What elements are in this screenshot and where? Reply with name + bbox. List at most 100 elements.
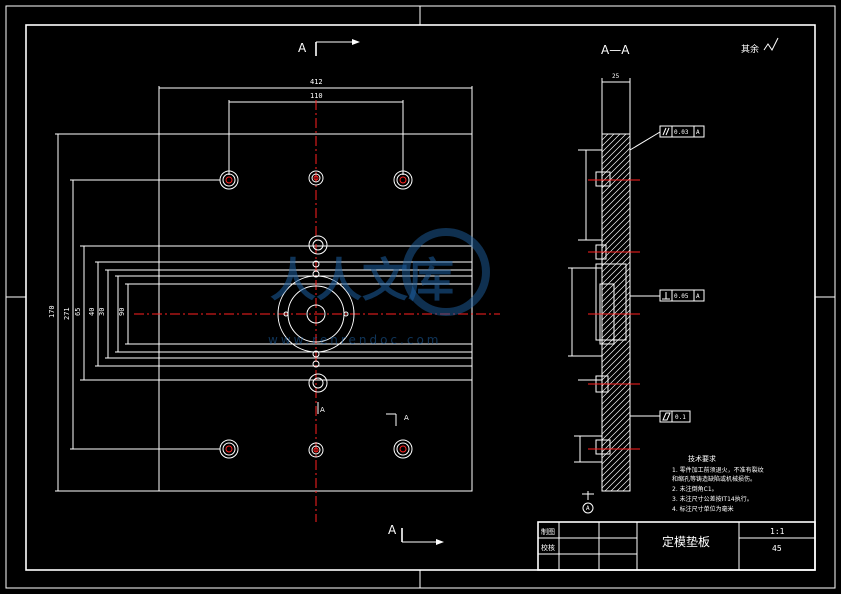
hatch-line [601, 135, 631, 165]
central-bore [277, 275, 355, 353]
hatch-line [601, 153, 631, 183]
svg-text:A: A [404, 414, 409, 422]
dim-top-outer: 412 [310, 78, 323, 86]
hatch-line [601, 309, 631, 339]
svg-text:A: A [320, 406, 325, 414]
hatch-line [601, 405, 631, 435]
dim-left-4: 40 [88, 308, 96, 316]
svg-text:A: A [298, 41, 307, 55]
svg-text:A: A [586, 505, 590, 512]
section-mark-top: A [298, 39, 360, 56]
hatch-line [601, 147, 631, 177]
hatch-line [601, 177, 631, 207]
hatch-line [601, 297, 631, 327]
hatch-line [601, 171, 631, 201]
hatch-line [604, 465, 631, 492]
tol-flatness: 0.1 [659, 410, 691, 423]
hatch-line [601, 321, 631, 351]
hatch-line [601, 213, 631, 243]
hatch-line [601, 291, 631, 321]
hatch-line [601, 447, 631, 477]
svg-text:0.03: 0.03 [674, 129, 689, 136]
hatch-line [601, 387, 631, 417]
section-mark-bottom: A [388, 523, 444, 545]
hatch-line [601, 183, 631, 213]
dim-left-6: 90 [118, 308, 126, 316]
hatch-line [601, 303, 631, 333]
hatch-line [628, 489, 631, 492]
hatch-line [601, 159, 631, 189]
section-holes [595, 171, 627, 455]
hatch-line [601, 435, 631, 465]
hatch-line [601, 351, 631, 381]
hatch-line [601, 315, 631, 345]
hatch-line [601, 375, 631, 405]
watermark: 人人文库 www.renrendoc.com [268, 228, 490, 347]
section-plate [601, 133, 631, 492]
dim-thickness: 25 [612, 73, 620, 80]
hatch-line [601, 133, 609, 141]
section-view: A—A 其余 25 [568, 37, 779, 514]
svg-text:技术要求: 技术要求 [688, 454, 716, 463]
hatch-line [601, 133, 621, 153]
tol-perpendicular: 0.05 A [659, 289, 705, 302]
svg-text:A: A [696, 129, 700, 136]
svg-text:2. 未注倒角C1。: 2. 未注倒角C1。 [672, 485, 718, 493]
svg-text:1. 零件加工前须退火，不准有裂纹: 1. 零件加工前须退火，不准有裂纹 [672, 466, 764, 474]
hatch-line [601, 141, 631, 171]
hatch-line [601, 345, 631, 375]
svg-text:0.1: 0.1 [675, 414, 686, 421]
hatch-line [601, 133, 627, 159]
checked-label: 校核 [541, 543, 555, 552]
svg-text:A: A [696, 293, 700, 300]
hatch-line [601, 453, 631, 483]
drawn-label: 制图 [541, 527, 555, 536]
hatch-line [601, 195, 631, 225]
title-block: 制图 校核 定模垫板 1:1 45 [537, 521, 816, 571]
section-mark-small: A A [317, 402, 409, 426]
hatch-line [601, 393, 631, 423]
hatch-line [601, 327, 631, 357]
hatch-line [601, 423, 631, 453]
tech-requirements: 技术要求 1. 零件加工前须退火，不准有裂纹 和缩孔等铸造缺陷或机械损伤。 2.… [672, 454, 764, 513]
datum-a: A [582, 493, 594, 514]
hatch-line [601, 441, 631, 471]
hatch-line [601, 219, 631, 249]
hatch-line [601, 399, 631, 429]
dim-left-5: 30 [98, 308, 106, 316]
hatch-line [601, 357, 631, 387]
hatch-line [601, 133, 615, 147]
hatch-line [601, 231, 631, 261]
hatch-line [601, 285, 631, 315]
svg-text:4. 标注尺寸单位为毫米: 4. 标注尺寸单位为毫米 [672, 505, 734, 513]
hatch-line [601, 339, 631, 369]
hatch-line [601, 243, 631, 273]
section-title: A—A [601, 43, 630, 57]
dim-left-3: 65 [74, 308, 82, 316]
hatch-line [601, 267, 631, 297]
hatch-line [601, 411, 631, 441]
hatch-line [601, 207, 631, 237]
hatch-line [601, 201, 631, 231]
dim-left-2: 271 [63, 307, 71, 320]
hatch-line [601, 273, 631, 303]
hatch-line [601, 255, 631, 285]
hatch-line [601, 225, 631, 255]
hatch-line [601, 189, 631, 219]
hatch-line [601, 381, 631, 411]
material-value: 45 [772, 544, 782, 553]
dim-top-inner: 110 [310, 92, 323, 100]
hatch-line [601, 261, 631, 291]
bolt-holes [219, 170, 413, 459]
hatch-line [601, 459, 631, 489]
front-view: 170 271 65 40 30 90 412 110 [48, 39, 500, 545]
scale-value: 1:1 [770, 527, 785, 536]
part-name: 定模垫板 [662, 534, 710, 549]
tol-parallel: 0.03 A [659, 125, 705, 138]
surface-note: 其余 [741, 43, 759, 55]
svg-text:0.05: 0.05 [674, 293, 689, 300]
svg-text:3. 未注尺寸公差按IT14执行。: 3. 未注尺寸公差按IT14执行。 [672, 495, 753, 503]
watermark-url: www.renrendoc.com [268, 333, 441, 347]
hatch-line [601, 333, 631, 363]
